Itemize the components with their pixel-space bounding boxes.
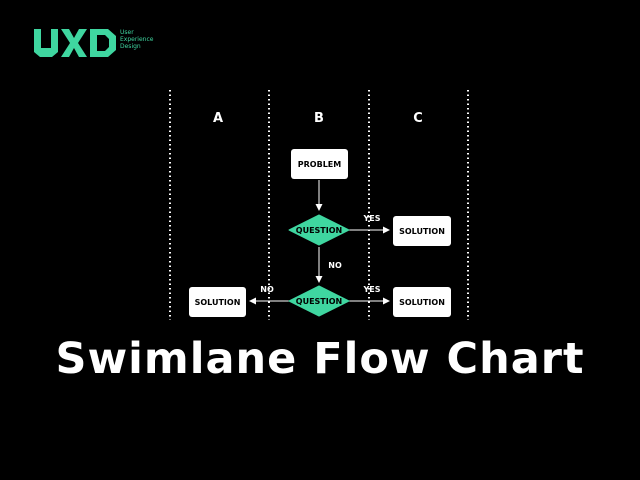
node-solution-label: SOLUTION: [399, 298, 445, 307]
node-question-label: QUESTION: [296, 226, 342, 235]
uxd-logo-icon: [34, 29, 116, 57]
lane-header-c: C: [413, 111, 423, 126]
lane-header-a: A: [213, 111, 223, 126]
edge-label-no: NO: [260, 285, 274, 294]
edge-label-yes: YES: [362, 285, 380, 294]
edge-label-no: NO: [328, 261, 342, 270]
node-problem: [291, 149, 348, 179]
brand-logo: User Experience Design: [32, 26, 182, 66]
node-solution: [189, 287, 246, 317]
page-title: Swimlane Flow Chart: [55, 334, 585, 384]
brand-tagline: User Experience Design: [120, 29, 153, 50]
node-question-decision: [288, 214, 350, 246]
node-question-decision: [288, 285, 350, 317]
node-solution: [393, 216, 451, 246]
node-solution-label: SOLUTION: [195, 298, 241, 307]
node-question-label: QUESTION: [296, 297, 342, 306]
node-solution-label: SOLUTION: [399, 227, 445, 236]
tagline-line: User: [120, 29, 134, 36]
node-problem-label: PROBLEM: [298, 160, 341, 169]
tagline-line: Design: [120, 43, 141, 50]
tagline-line: Experience: [120, 36, 154, 43]
lane-header-b: B: [314, 111, 324, 126]
swimlane-diagram: A B C YES NO YES NO PROBLEM QUESTION QUE…: [169, 90, 469, 320]
node-solution: [393, 287, 451, 317]
edge-label-yes: YES: [362, 214, 380, 223]
